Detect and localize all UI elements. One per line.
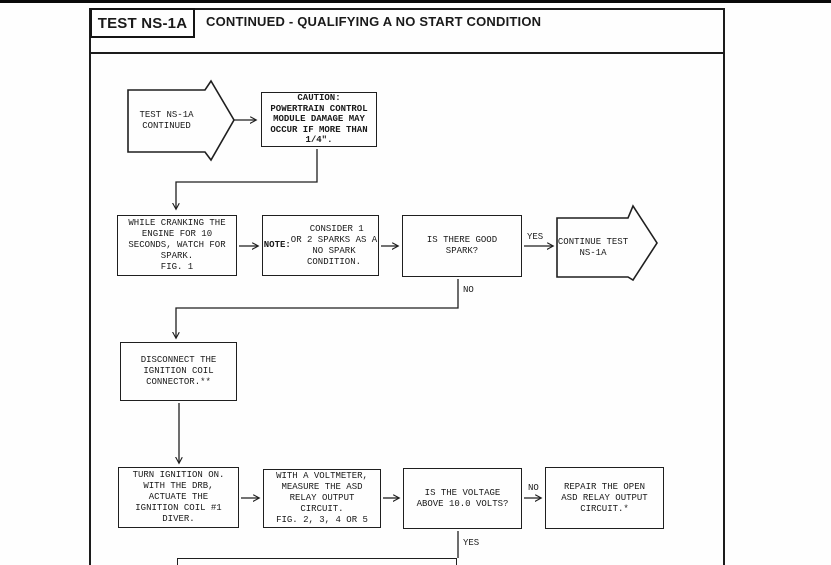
- page-title: CONTINUED - QUALIFYING A NO START CONDIT…: [206, 14, 542, 29]
- spark-yes-label: YES: [527, 232, 544, 242]
- top-black-bar: [0, 0, 831, 3]
- turn-ignition-box: TURN IGNITION ON. WITH THE DRB, ACTUATE …: [118, 467, 239, 528]
- caution-box: CAUTION: POWERTRAIN CONTROL MODULE DAMAG…: [261, 92, 377, 147]
- voltage-no-label: NO: [528, 483, 539, 493]
- spark-decision-box: IS THERE GOOD SPARK?: [402, 215, 522, 277]
- note-label: NOTE:: [263, 240, 291, 250]
- crank-engine-box: WHILE CRANKING THE ENGINE FOR 10 SECONDS…: [117, 215, 237, 276]
- test-id-label: TEST NS-1A: [97, 14, 188, 32]
- start-arrow-text: TEST NS-1A CONTINUED: [139, 110, 194, 131]
- continue-arrow-text: CONTINUE TEST NS-1A: [557, 236, 629, 258]
- test-id-box: TEST NS-1A: [90, 8, 195, 38]
- voltage-yes-label: YES: [463, 538, 480, 548]
- spark-no-label: NO: [463, 285, 474, 295]
- repair-relay-box: REPAIR THE OPEN ASD RELAY OUTPUT CIRCUIT…: [545, 467, 664, 529]
- voltage-decision-box: IS THE VOLTAGE ABOVE 10.0 VOLTS?: [403, 468, 522, 529]
- note-text: CONSIDER 1 OR 2 SPARKS AS A NO SPARK CON…: [290, 223, 378, 267]
- next-step-box-cutoff: [177, 558, 457, 565]
- disconnect-coil-box: DISCONNECT THE IGNITION COIL CONNECTOR.*…: [120, 342, 237, 401]
- voltmeter-box: WITH A VOLTMETER, MEASURE THE ASD RELAY …: [263, 469, 381, 528]
- note-box: NOTE: CONSIDER 1 OR 2 SPARKS AS A NO SPA…: [262, 215, 379, 276]
- header-divider-line: [89, 52, 723, 54]
